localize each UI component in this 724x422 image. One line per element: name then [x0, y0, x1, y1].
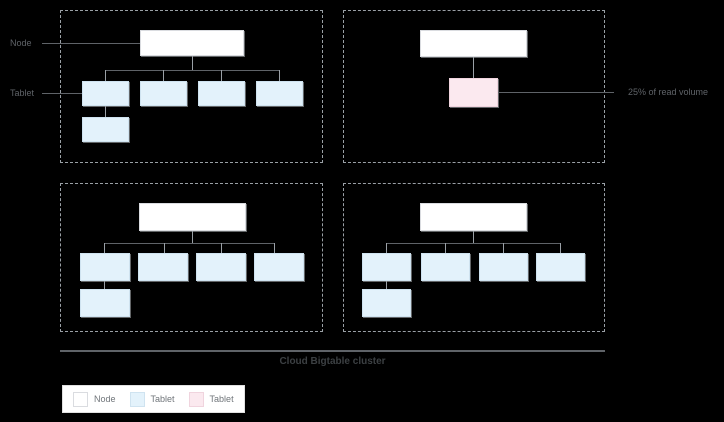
tablet-box-br-1[interactable]: [362, 253, 411, 281]
legend: Node Tablet Tablet: [62, 385, 245, 413]
connector-drop-br-3: [503, 243, 504, 254]
hot-tablet-box-tr[interactable]: [449, 78, 498, 107]
cluster-caption: Cloud Bigtable cluster: [279, 356, 386, 367]
connector-drop-tl-2: [163, 70, 164, 82]
quadrant-top-right: [343, 10, 605, 163]
legend-item-tablet: Tablet: [129, 391, 175, 407]
tablet-box-bl-5[interactable]: [80, 289, 130, 317]
cluster-underline: [60, 350, 605, 352]
tablet-box-bl-3[interactable]: [196, 253, 246, 281]
node-box-top-right[interactable]: [420, 30, 527, 57]
legend-swatch-node-icon: [73, 391, 88, 407]
node-box-bottom-left[interactable]: [139, 203, 246, 231]
tablet-box-tl-2[interactable]: [140, 81, 187, 106]
connector-node-stem-br: [473, 231, 474, 243]
label-node: Node: [10, 38, 32, 48]
tablet-box-tl-3[interactable]: [198, 81, 245, 106]
legend-swatch-hot-tablet-icon: [188, 391, 204, 407]
connector-bus-bl: [104, 243, 274, 244]
legend-swatch-tablet-icon: [129, 391, 145, 407]
legend-item-node: Node: [73, 391, 116, 407]
quadrant-bottom-right: [343, 183, 605, 332]
tablet-box-tl-5[interactable]: [82, 117, 129, 142]
connector-node-stem-tr: [473, 57, 474, 81]
tablet-box-bl-4[interactable]: [254, 253, 304, 281]
connector-drop-tl-1: [105, 70, 106, 82]
legend-item-hot-tablet: Tablet: [188, 391, 234, 407]
connector-node-stem-bl: [192, 231, 193, 243]
tablet-box-tl-4[interactable]: [256, 81, 303, 106]
tablet-box-tl-1[interactable]: [82, 81, 129, 106]
connector-child-br: [386, 281, 387, 291]
connector-bus-br: [386, 243, 561, 244]
connector-drop-tl-4: [279, 70, 280, 82]
connector-drop-br-4: [560, 243, 561, 254]
node-box-top-left[interactable]: [140, 30, 244, 56]
tablet-box-bl-2[interactable]: [138, 253, 188, 281]
connector-child-tl: [105, 106, 106, 117]
tablet-box-bl-1[interactable]: [80, 253, 130, 281]
quadrant-top-left: [60, 10, 323, 163]
tablet-box-br-5[interactable]: [362, 289, 411, 317]
connector-drop-bl-2: [164, 243, 165, 254]
connector-child-bl: [104, 281, 105, 291]
leader-line-tablet: [42, 93, 86, 94]
connector-drop-br-2: [445, 243, 446, 254]
tablet-box-br-3[interactable]: [479, 253, 528, 281]
leader-line-hot-tablet: [498, 92, 614, 93]
legend-label-node: Node: [94, 393, 116, 404]
legend-label-tablet: Tablet: [150, 393, 175, 404]
tablet-box-br-4[interactable]: [536, 253, 585, 281]
node-box-bottom-right[interactable]: [420, 203, 527, 231]
connector-drop-tl-3: [221, 70, 222, 82]
connector-node-stem-tl: [192, 56, 193, 70]
annotation-hot-tablet: 25% of read volume: [628, 87, 709, 97]
legend-label-hot-tablet: Tablet: [209, 393, 234, 404]
tablet-box-br-2[interactable]: [421, 253, 470, 281]
connector-drop-bl-3: [221, 243, 222, 254]
label-tablet: Tablet: [10, 88, 35, 98]
connector-drop-bl-4: [274, 243, 275, 254]
leader-line-node: [42, 43, 142, 44]
quadrant-bottom-left: [60, 183, 323, 332]
connector-bus-tl: [105, 70, 279, 71]
connector-drop-bl-1: [104, 243, 105, 254]
connector-drop-br-1: [386, 243, 387, 254]
